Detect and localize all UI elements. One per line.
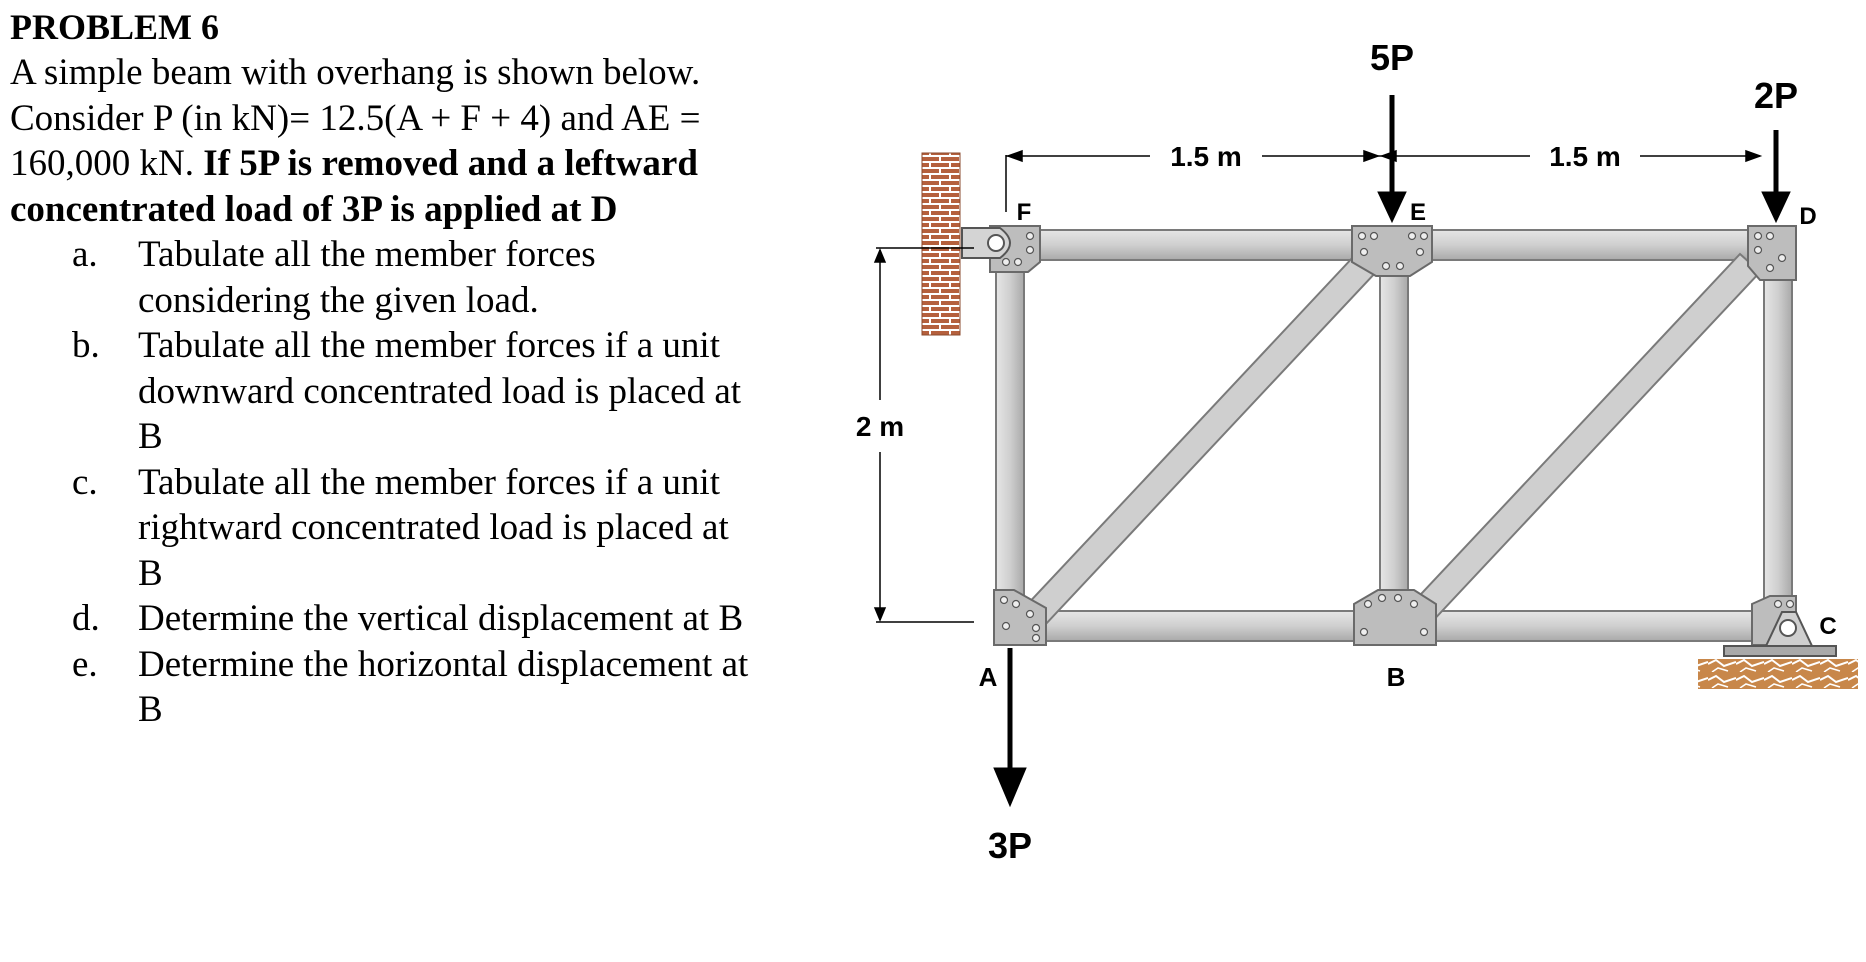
task-line: B	[138, 416, 163, 457]
member-BC	[1409, 610, 1766, 642]
task-a: a. Tabulate all the member forces consid…	[10, 232, 790, 323]
problem-text: PROBLEM 6 A simple beam with overhang is…	[10, 4, 790, 733]
roller-support-C	[1698, 611, 1858, 689]
node-label-D: D	[1799, 203, 1816, 230]
member-FE	[1019, 229, 1376, 261]
intro-line-3-normal: 160,000 kN.	[10, 143, 204, 184]
truss-members	[995, 229, 1793, 642]
task-line: rightward concentrated load is placed at	[138, 507, 729, 548]
task-line: Tabulate all the member forces if a unit	[138, 461, 720, 503]
load-label-5P: 5P	[1370, 37, 1414, 78]
dimension-lines	[873, 149, 1763, 623]
gusset-A	[993, 589, 1047, 646]
task-b: b. Tabulate all the member forces if a u…	[10, 323, 790, 460]
load-label-2P: 2P	[1754, 75, 1798, 116]
task-e: e. Determine the horizontal displacement…	[10, 642, 790, 733]
member-DC	[1763, 269, 1793, 611]
pin-support-F	[961, 227, 1011, 259]
intro-line-4: concentrated load of 3P is applied at D	[10, 187, 790, 233]
intro-line-3-bold: If 5P is removed and a leftward	[203, 143, 698, 184]
brick-wall	[921, 152, 961, 336]
gusset-plates	[989, 225, 1797, 646]
member-BD	[1406, 252, 1762, 628]
problem-title: PROBLEM 6	[10, 7, 220, 47]
task-marker: c.	[72, 461, 98, 503]
intro-line-4-bold: concentrated load of 3P is applied at D	[10, 188, 618, 230]
node-label-E: E	[1410, 199, 1426, 226]
load-label-3P: 3P	[988, 825, 1032, 866]
task-line: B	[138, 552, 163, 594]
intro-line-3: 160,000 kN. If 5P is removed and a leftw…	[10, 141, 790, 187]
task-line: B	[138, 689, 163, 730]
task-marker: a.	[72, 234, 98, 275]
task-line: Tabulate all the member forces if a unit	[138, 325, 720, 366]
task-line: Tabulate all the member forces	[138, 234, 596, 275]
task-marker: d.	[72, 598, 100, 639]
task-line: downward concentrated load is placed at	[138, 370, 742, 412]
member-AE	[1022, 252, 1378, 628]
task-marker: b.	[72, 325, 100, 366]
task-line: Determine the horizontal displacement at	[138, 643, 749, 685]
dimension-label-left-span: 1.5 m	[1170, 141, 1242, 172]
member-FA	[995, 269, 1025, 611]
task-list: a. Tabulate all the member forces consid…	[10, 232, 790, 733]
dimension-label-height: 2 m	[856, 411, 904, 442]
ground-base	[1698, 659, 1858, 689]
node-label-C: C	[1819, 613, 1836, 640]
node-label-B: B	[1387, 662, 1406, 692]
task-c: c. Tabulate all the member forces if a u…	[10, 460, 790, 597]
member-AB	[1019, 610, 1376, 642]
node-label-F: F	[1017, 199, 1032, 226]
bolts	[999, 231, 1795, 643]
member-EB	[1379, 269, 1409, 611]
load-arrows	[993, 95, 1791, 808]
member-ED	[1409, 229, 1766, 261]
dimension-label-right-span: 1.5 m	[1549, 141, 1621, 172]
task-marker: e.	[72, 643, 98, 685]
node-label-A: A	[979, 662, 998, 692]
intro-line-1: A simple beam with overhang is shown bel…	[10, 52, 701, 93]
task-d: d. Determine the vertical displacement a…	[10, 596, 790, 642]
task-line: Determine the vertical displacement at B	[138, 598, 744, 639]
intro-line-2: Consider P (in kN)= 12.5(A + F + 4) and …	[10, 97, 701, 139]
task-line: considering the given load.	[138, 279, 539, 321]
